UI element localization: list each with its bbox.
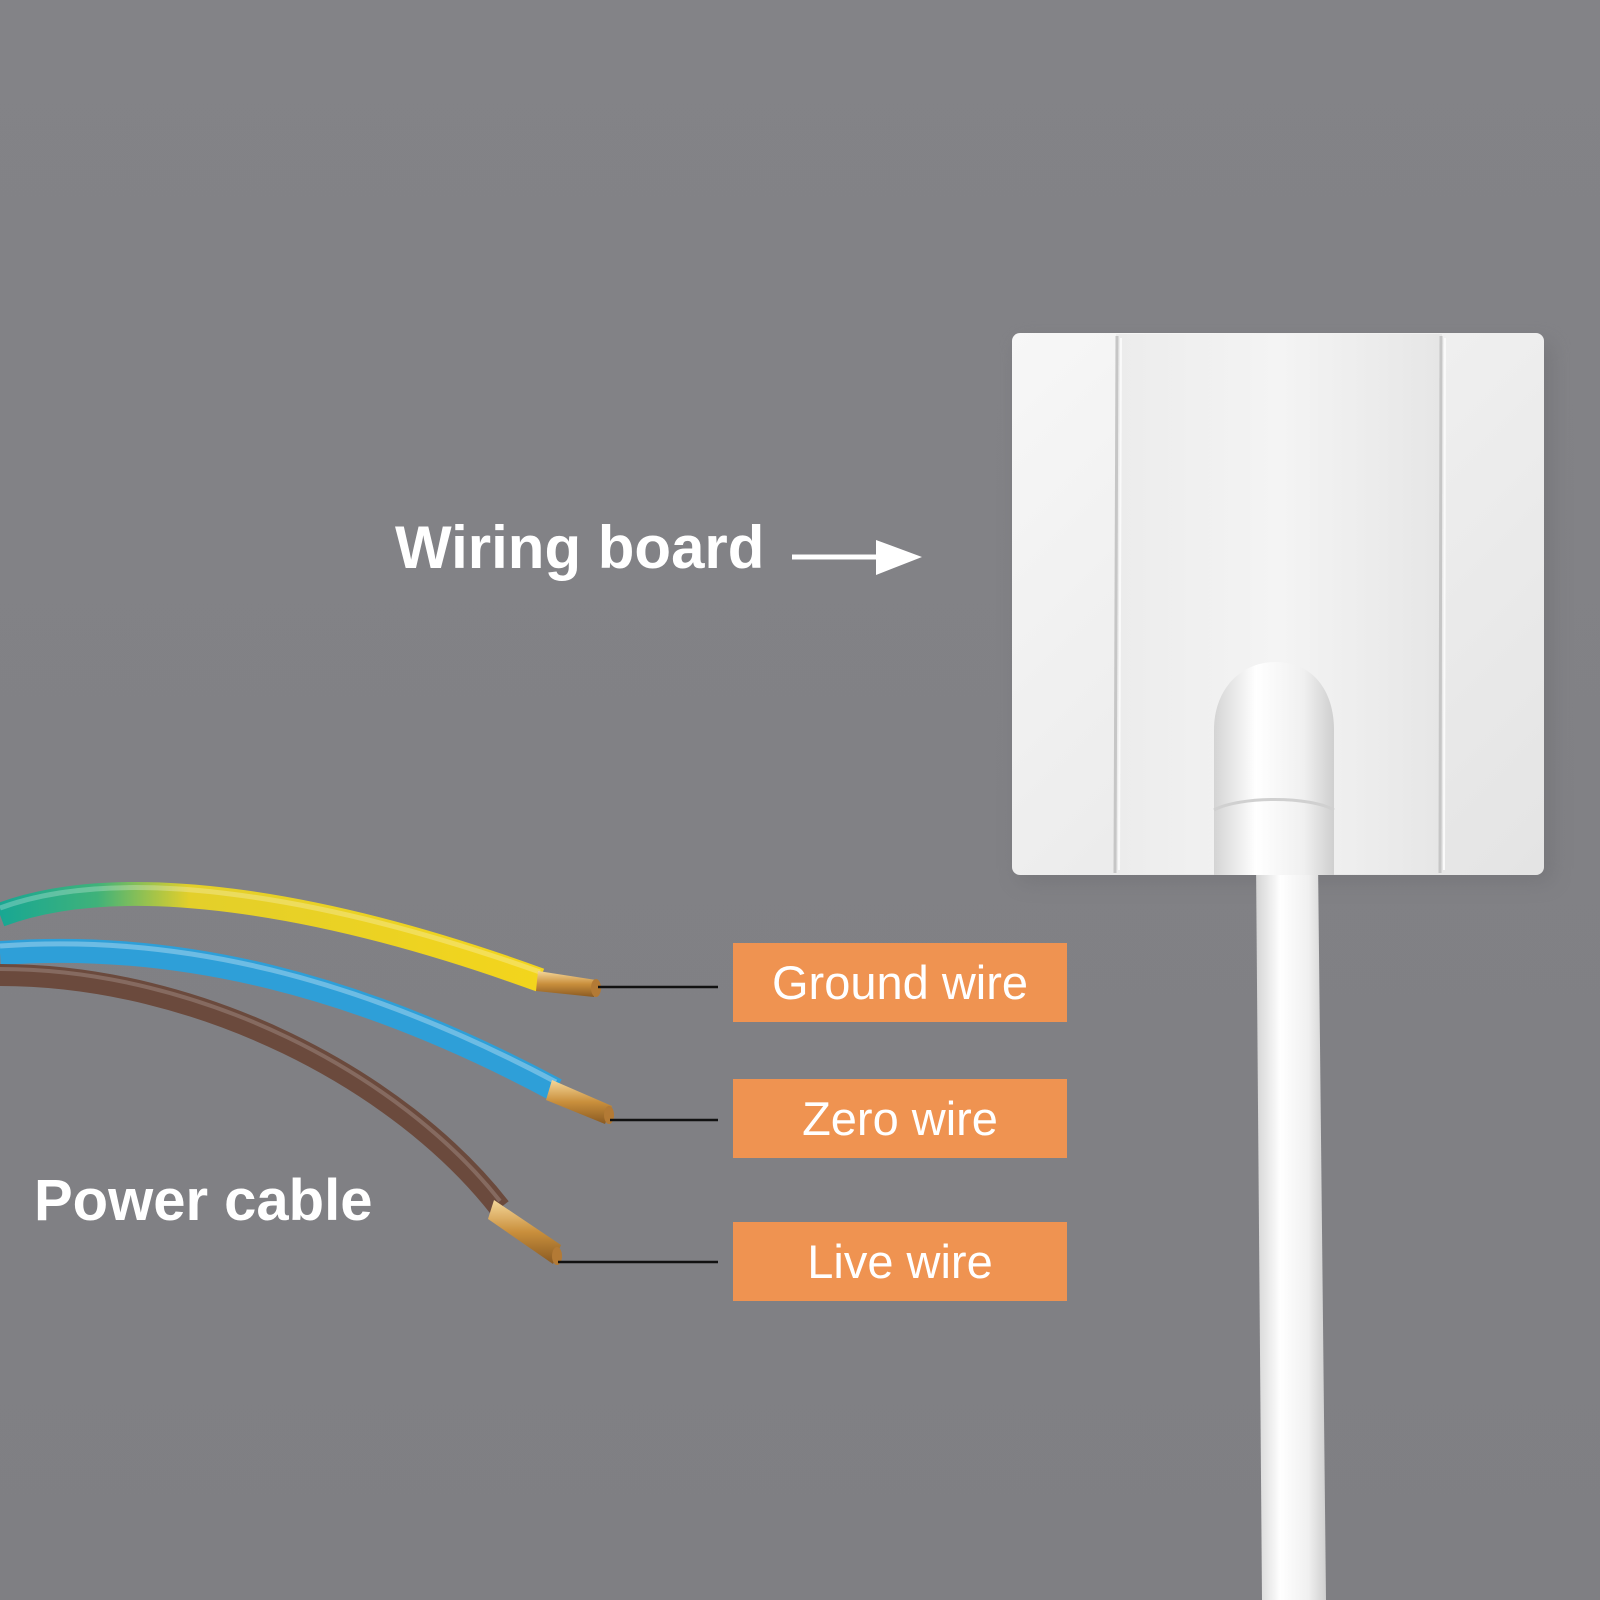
zero-wire-label: Zero wire	[733, 1079, 1067, 1158]
live-wire	[0, 964, 509, 1215]
wiring-board-left-seam	[1113, 335, 1119, 874]
white-cord	[1213, 662, 1335, 1600]
live-wire-highlight	[0, 967, 502, 1203]
wiring-board-left-highlight	[1118, 337, 1122, 871]
wiring-board-caption: Wiring board	[395, 514, 765, 581]
right-arrow-icon	[792, 540, 922, 575]
ground-wire-label: Ground wire	[733, 943, 1067, 1022]
cord-strain-relief-edge	[1213, 798, 1335, 812]
zero-wire-highlight	[0, 941, 558, 1085]
ground-wire	[0, 882, 545, 992]
cord-strain-relief	[1214, 662, 1334, 875]
wiring-board-right-highlight	[1443, 337, 1446, 871]
ground-wire-conductor	[536, 971, 601, 997]
wiring-board	[1012, 333, 1552, 882]
live-wire-conductor	[488, 1200, 562, 1265]
power-cable	[0, 882, 718, 1265]
power-cable-caption: Power cable	[34, 1168, 373, 1233]
zero-wire	[0, 938, 562, 1101]
ground-wire-highlight	[0, 885, 541, 975]
white-cord-strand	[1256, 860, 1326, 1600]
wiring-board-right-seam	[1438, 335, 1443, 874]
live-wire-label: Live wire	[733, 1222, 1067, 1301]
